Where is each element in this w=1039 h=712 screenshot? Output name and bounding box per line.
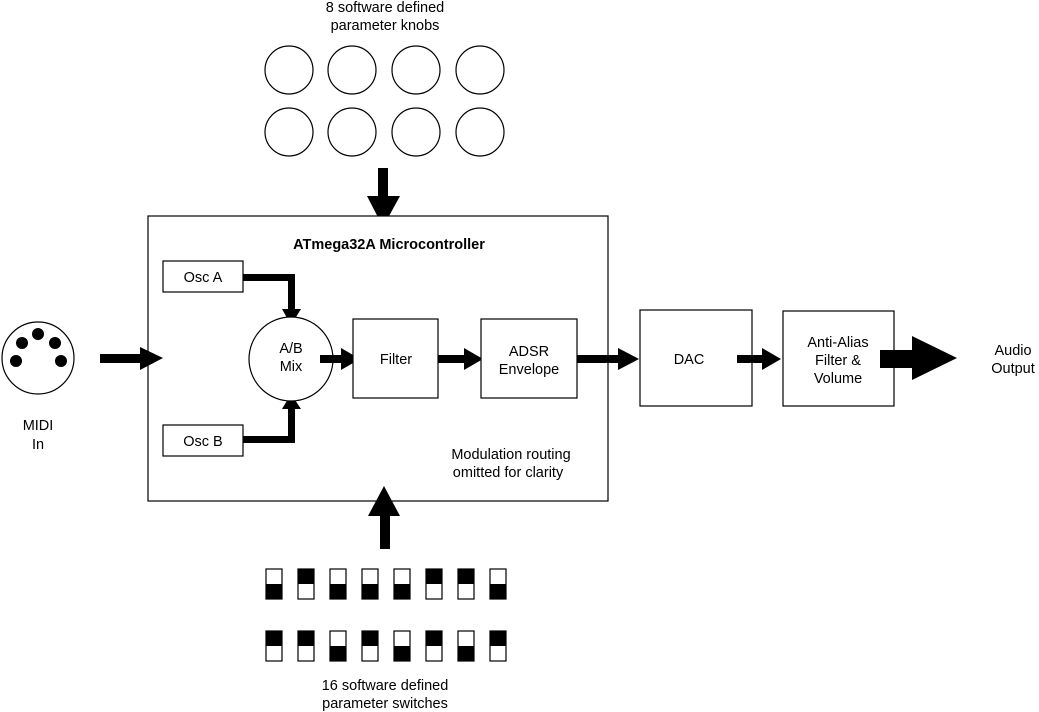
midi-connector-icon — [1, 321, 75, 395]
dip-switch[interactable] — [393, 568, 411, 600]
mix-label-line1: A/B — [279, 341, 302, 357]
knob[interactable] — [391, 45, 441, 95]
osc-a-label: Osc A — [184, 270, 223, 286]
dac-box — [639, 309, 753, 407]
filter-label: Filter — [380, 352, 412, 368]
antialias-box — [782, 310, 895, 407]
dac-to-antialias-arrow — [737, 348, 781, 370]
switch-row-1 — [265, 568, 507, 600]
knob[interactable] — [455, 45, 505, 95]
mix-to-filter-arrow — [320, 348, 360, 370]
mix-label-line2: Mix — [280, 359, 303, 375]
knobs-to-mcu-arrow — [367, 168, 400, 227]
knob[interactable] — [327, 107, 377, 157]
audio-label-line1: Audio — [994, 343, 1031, 359]
mcu-title: ATmega32A Microcontroller — [293, 237, 485, 253]
knobs-caption-line2: parameter knobs — [331, 18, 440, 34]
dip-switch[interactable] — [489, 568, 507, 600]
midi-label-line1: MIDI — [23, 418, 54, 434]
knob-grid — [264, 45, 505, 157]
dip-switch[interactable] — [361, 568, 379, 600]
adsr-label-line2: Envelope — [499, 362, 559, 378]
knob[interactable] — [264, 107, 314, 157]
osc-a-box — [162, 260, 244, 293]
antialias-label-line2: Filter & — [815, 353, 861, 369]
audio-label-line2: Output — [991, 361, 1035, 377]
adsr-box — [480, 318, 578, 399]
switches-caption-line2: parameter switches — [322, 696, 448, 712]
midi-to-mcu-arrow — [100, 347, 163, 370]
note-line2: omitted for clarity — [453, 465, 564, 481]
audio-output-arrow — [880, 336, 957, 380]
dip-switch[interactable] — [457, 630, 475, 662]
dip-switch[interactable] — [361, 630, 379, 662]
midi-label-line2: In — [32, 437, 44, 453]
filter-to-adsr-arrow — [438, 348, 483, 370]
dip-switch[interactable] — [329, 568, 347, 600]
dip-switch[interactable] — [393, 630, 411, 662]
knob[interactable] — [391, 107, 441, 157]
knob[interactable] — [264, 45, 314, 95]
antialias-label-line1: Anti-Alias — [807, 335, 868, 351]
dip-switch[interactable] — [425, 630, 443, 662]
switches-caption-line1: 16 software defined — [322, 678, 449, 694]
osc-b-label: Osc B — [183, 434, 222, 450]
antialias-label-line3: Volume — [814, 371, 862, 387]
switch-row-2 — [265, 630, 507, 662]
adsr-label-line1: ADSR — [509, 344, 549, 360]
knob[interactable] — [327, 45, 377, 95]
dip-switch[interactable] — [297, 568, 315, 600]
knob[interactable] — [455, 107, 505, 157]
adsr-to-dac-arrow — [577, 348, 639, 370]
note-line1: Modulation routing — [451, 447, 570, 463]
dip-switch[interactable] — [297, 630, 315, 662]
dac-label: DAC — [674, 352, 705, 368]
filter-box — [352, 318, 439, 399]
dip-switch[interactable] — [489, 630, 507, 662]
dip-switch[interactable] — [265, 630, 283, 662]
knobs-caption-line1: 8 software defined — [326, 0, 445, 16]
dip-switch[interactable] — [457, 568, 475, 600]
dip-switch[interactable] — [329, 630, 347, 662]
dip-switch[interactable] — [425, 568, 443, 600]
switches-to-mcu-arrow — [368, 486, 400, 549]
dip-switch[interactable] — [265, 568, 283, 600]
